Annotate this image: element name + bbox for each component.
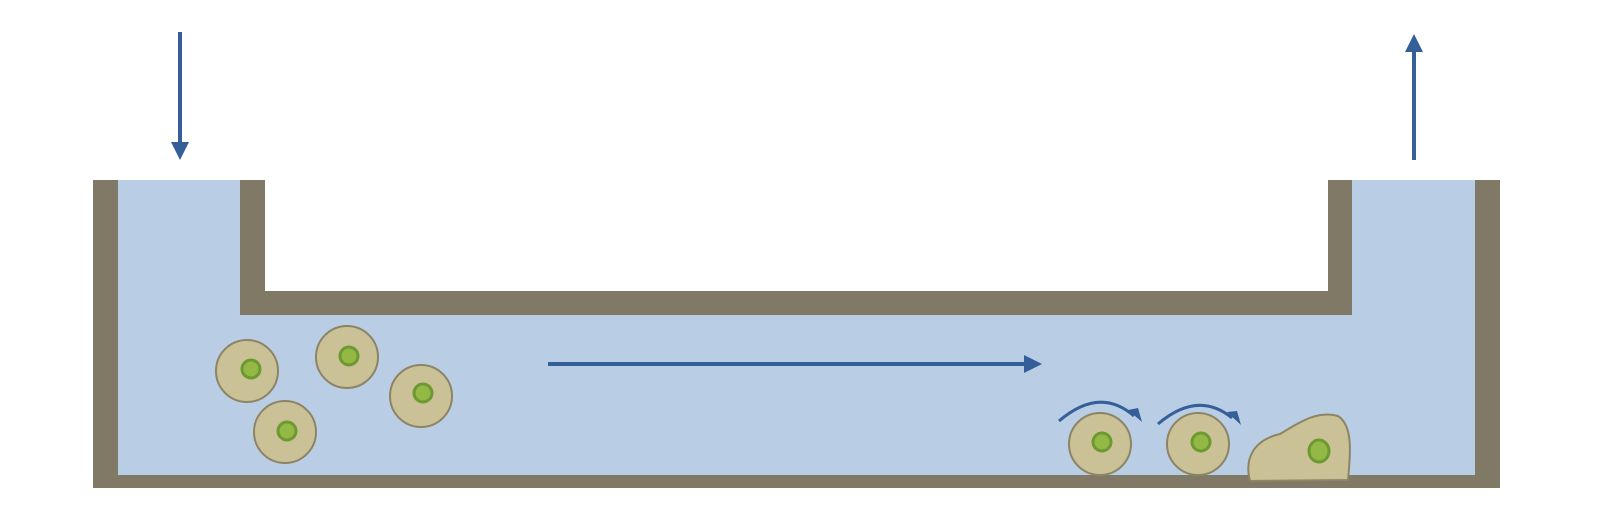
cells [215, 325, 1351, 483]
outflow-arrow-icon [1405, 34, 1423, 160]
suspended-cell [215, 339, 279, 403]
outer-right-wall [1475, 180, 1500, 488]
outer-left-wall [93, 180, 118, 488]
bottom-wall [93, 475, 1500, 488]
flow-direction-arrow-icon [548, 355, 1042, 373]
chamber-walls [93, 180, 1500, 488]
suspended-cell [389, 364, 453, 428]
rolling-cell [1166, 412, 1230, 476]
channel-ceiling [240, 291, 1352, 315]
inflow-arrow-icon [171, 32, 189, 160]
suspended-cell [315, 325, 379, 389]
rolling-arrow-icon [1058, 400, 1241, 426]
rolling-cell [1068, 412, 1132, 476]
suspended-cell [253, 400, 317, 464]
fluid [118, 180, 1475, 480]
adhered-cell [1247, 413, 1351, 483]
